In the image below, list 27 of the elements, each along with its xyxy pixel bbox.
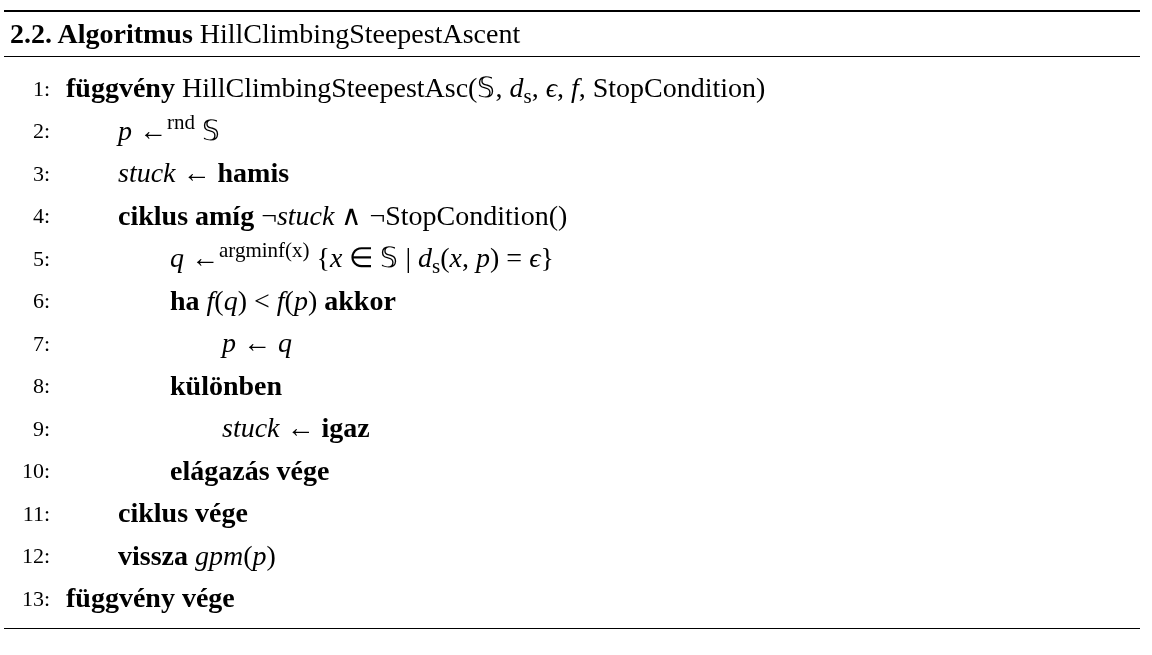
line-number: 10: [21,457,50,486]
code-line: p ←$^{rnd}$ 𝕊 [118,114,220,146]
line-number: 5: [32,244,50,273]
line-number: 8: [32,372,50,401]
code-line: p ← q [222,327,292,359]
code-line: ha f(q) < f(p) akkor [170,284,396,316]
line-number: 7: [32,329,50,358]
line-number: 1: [32,74,50,103]
code-line: ciklus amíg ¬stuck ∧ ¬StopCondition() [118,199,568,231]
line-number: 12: [21,542,50,571]
algorithm-title: 2.2. Algoritmus HillClimbingSteepestAscent [10,20,521,48]
code-line: függvény HillClimbingSteepestAsc(𝕊, d$_{s}$, ϵ, f, StopCondition) [66,72,766,104]
line-number: 9: [32,414,50,443]
line-number: 11: [22,499,50,528]
code-line: q ←$^{argminf(x)}$ {x ∈ 𝕊 | d$_{s}$(x, p) = ϵ} [170,242,554,274]
code-line: különben [170,369,283,401]
line-number: 3: [32,159,50,188]
code-line: stuck ← igaz [222,412,370,444]
line-number: 2: [32,117,50,146]
code-line: stuck ← hamis [118,157,290,189]
code-line: elágazás vége [170,454,330,486]
code-line: ciklus vége [118,497,248,529]
line-number: 13: [21,584,50,613]
code-line: függvény vége [66,582,235,614]
code-line: vissza gpm(p) [118,539,276,571]
line-number: 6: [32,287,50,316]
line-number: 4: [32,202,50,231]
